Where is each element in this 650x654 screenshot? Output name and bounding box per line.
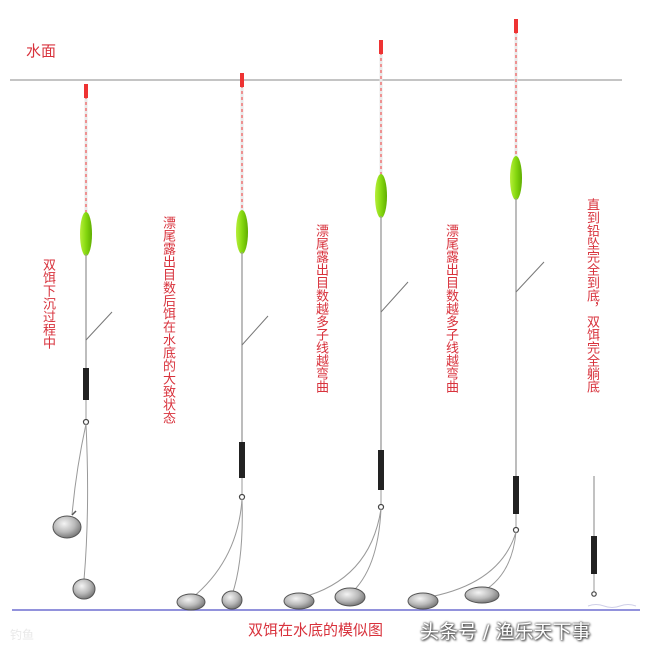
float-rig-1 (52, 84, 113, 600)
stage-label-4: 漂尾露出目数越多子线越弯曲 (443, 224, 458, 393)
float-rig-5 (591, 476, 597, 597)
watermark: 钓鱼 (10, 628, 35, 642)
credit-label: 头条号 / 渔乐天下事 (420, 621, 591, 643)
water-surface-label: 水面 (26, 42, 57, 60)
stage-label-2: 漂尾露出目数后饵在水底的大致状态 (160, 216, 175, 424)
stage-label-1: 双饵下沉过程中 (40, 258, 55, 349)
float-rig-2 (176, 73, 269, 611)
stage-label-5: 直到铅坠完全到底，双饵完全躺底 (584, 198, 599, 393)
stage-label-3: 漂尾露出目数越多子线越弯曲 (313, 224, 328, 393)
float-rig-4 (407, 19, 545, 610)
bottom-ripple (587, 604, 637, 608)
bottom-caption: 双饵在水底的模似图 (248, 621, 384, 639)
float-rig-3 (283, 40, 409, 610)
